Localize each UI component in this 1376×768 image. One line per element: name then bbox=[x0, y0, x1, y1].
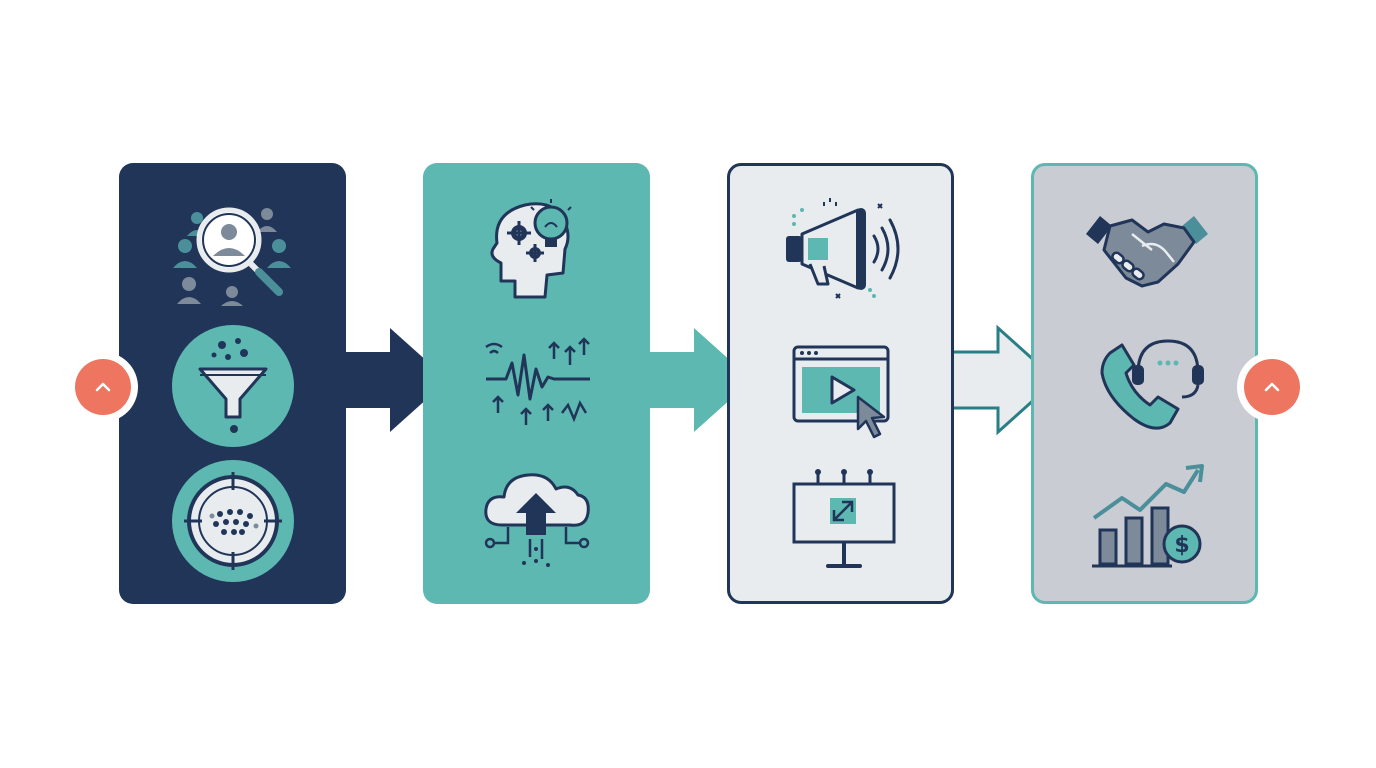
stage-panel-1 bbox=[119, 163, 346, 604]
stage-panel-4: $ bbox=[1031, 163, 1258, 604]
chevron-up-icon bbox=[95, 382, 111, 392]
svg-text:$: $ bbox=[1174, 533, 1189, 558]
cloud-upload-icon bbox=[484, 473, 590, 567]
billboard-icon bbox=[792, 469, 896, 568]
brain-gears-lightbulb-icon bbox=[490, 199, 572, 299]
funnel-icon bbox=[172, 325, 294, 447]
phone-headset-icon bbox=[1100, 339, 1204, 430]
stage-panel-3 bbox=[727, 163, 954, 604]
chevron-up-icon bbox=[1264, 382, 1280, 392]
target-icon bbox=[172, 460, 294, 582]
prev-nav-button[interactable] bbox=[68, 352, 138, 422]
signal-wave-icon bbox=[485, 337, 590, 425]
next-nav-button[interactable] bbox=[1237, 352, 1307, 422]
audience-search-icon bbox=[173, 207, 291, 306]
video-player-click-icon bbox=[792, 345, 890, 439]
handshake-icon bbox=[1086, 216, 1208, 288]
growth-chart-dollar-icon: $ bbox=[1092, 464, 1204, 568]
megaphone-icon bbox=[786, 198, 900, 299]
arrow-connector-1 bbox=[330, 328, 448, 432]
arrow-connector-2 bbox=[634, 328, 752, 432]
stage-panel-2 bbox=[423, 163, 650, 604]
